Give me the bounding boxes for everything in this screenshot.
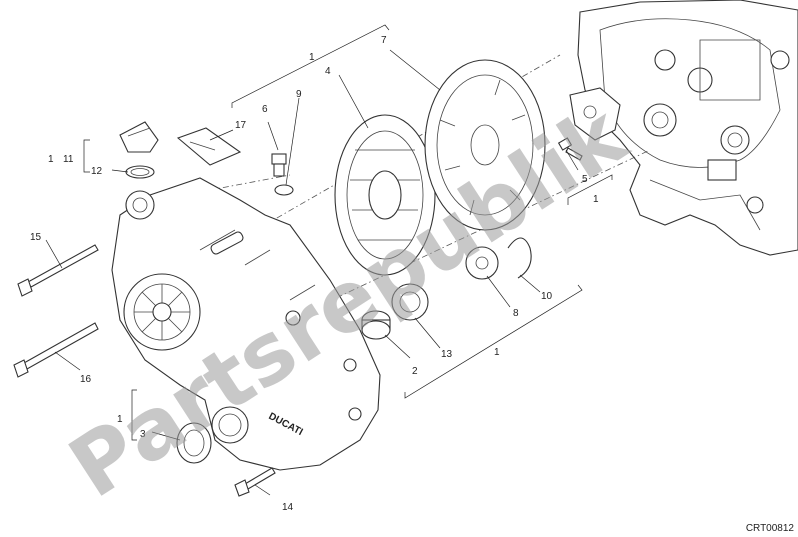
- callout-11: 11: [63, 154, 74, 165]
- label-plate-drawing: [176, 127, 242, 166]
- cooling-disc-drawing: [424, 59, 546, 231]
- spacer-drawing: [465, 246, 499, 280]
- callout-1-bottom: 1: [494, 347, 500, 358]
- clutch-rotor-drawing: [334, 114, 436, 276]
- bearing-drawing: [391, 283, 429, 321]
- callout-16: 16: [80, 374, 92, 385]
- callout-5: 5: [582, 174, 588, 185]
- callout-3: 3: [140, 429, 146, 440]
- bolt-15-drawing: [17, 244, 99, 297]
- callout-7: 7: [381, 35, 387, 46]
- oil-filler-cap-drawing: [119, 121, 159, 179]
- bolt-14-drawing: [234, 467, 276, 497]
- clutch-cover-drawing: DUCATI: [111, 177, 381, 471]
- leader-lines: [45, 49, 579, 496]
- callout-4: 4: [325, 66, 331, 77]
- diagram-code-label: CRT00812: [745, 523, 794, 534]
- callout-1-right: 1: [593, 194, 599, 205]
- callout-2: 2: [412, 366, 418, 377]
- callout-9: 9: [296, 89, 302, 100]
- bolt-16-drawing: [13, 322, 99, 378]
- callout-15: 15: [30, 232, 42, 243]
- screw-drawing: [271, 153, 294, 196]
- callout-1-lower-left: 1: [117, 414, 123, 425]
- callout-1-top: 1: [309, 52, 315, 63]
- bush-drawing: [361, 310, 391, 340]
- oil-seal-drawing: [176, 422, 212, 464]
- crankcase-drawing: [569, 0, 798, 256]
- callout-10: 10: [541, 291, 553, 302]
- callout-13: 13: [441, 349, 453, 360]
- callout-8: 8: [513, 308, 519, 319]
- circlip-drawing: [507, 237, 532, 279]
- callout-17: 17: [235, 120, 247, 131]
- callout-1-left: 1: [48, 154, 54, 165]
- callout-12: 12: [91, 166, 103, 177]
- callout-14: 14: [282, 502, 294, 513]
- callouts: 1 7 4 6 9 17 1 11 12 15 16 5 1 8 10 13 2…: [30, 35, 599, 513]
- callout-6: 6: [262, 104, 268, 115]
- group-brackets: [83, 24, 613, 441]
